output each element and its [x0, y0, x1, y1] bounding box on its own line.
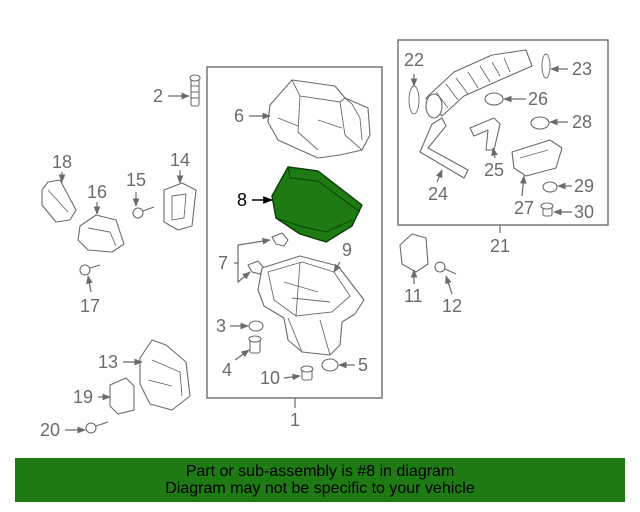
stud[interactable]: [189, 74, 201, 107]
callout-11: 11: [404, 286, 423, 306]
bracket-19[interactable]: [109, 377, 135, 415]
callout-23: 23: [572, 59, 592, 79]
bolt-30[interactable]: [540, 202, 554, 217]
callout-19: 19: [73, 387, 93, 407]
callout-2: 2: [153, 86, 163, 106]
callout-3: 3: [216, 316, 226, 336]
bolt-10[interactable]: [300, 365, 314, 381]
air-cleaner-lower-housing[interactable]: [257, 255, 365, 356]
callout-16: 16: [87, 182, 107, 202]
clamp-28[interactable]: [530, 116, 550, 130]
resonator-13[interactable]: [139, 339, 191, 411]
bolt-20[interactable]: [85, 421, 109, 434]
banner-line-part: Part or sub-assembly is #8 in diagram: [185, 463, 455, 480]
bushing[interactable]: [248, 335, 262, 354]
callout-8: 8: [237, 190, 247, 210]
callout-27: 27: [514, 198, 534, 218]
mount-11[interactable]: [399, 233, 429, 273]
connector-25[interactable]: [469, 117, 501, 151]
callout-21: 21: [490, 236, 510, 256]
callout-6: 6: [234, 106, 244, 126]
callout-26: 26: [528, 89, 548, 109]
callout-1: 1: [290, 410, 300, 430]
callout-29: 29: [574, 176, 594, 196]
intake-duct[interactable]: [425, 49, 533, 119]
air-cleaner-upper-cover[interactable]: [267, 79, 371, 159]
resonator-27[interactable]: [511, 139, 563, 177]
bolt-12[interactable]: [434, 261, 457, 275]
clamp-26[interactable]: [484, 92, 504, 106]
bolt-15[interactable]: [132, 206, 155, 219]
callout-22: 22: [404, 50, 424, 70]
bracket-16[interactable]: [77, 214, 125, 253]
info-banner: Part or sub-assembly is #8 in diagram Di…: [15, 458, 625, 502]
callout-20: 20: [40, 420, 60, 440]
mount-14[interactable]: [163, 182, 197, 231]
hose-clamp-22[interactable]: [408, 85, 420, 115]
callout-14: 14: [170, 150, 190, 170]
grommet-29[interactable]: [542, 181, 558, 193]
callout-13: 13: [98, 352, 118, 372]
callout-28: 28: [572, 112, 592, 132]
hose-clamp-23[interactable]: [541, 53, 551, 79]
callout-30: 30: [574, 202, 594, 222]
callout-24: 24: [428, 184, 448, 204]
retaining-clips[interactable]: [247, 232, 289, 275]
vent-hose-24[interactable]: [419, 117, 469, 179]
callout-5: 5: [358, 355, 368, 375]
air-filter-element[interactable]: [271, 166, 363, 243]
callout-17: 17: [80, 296, 100, 316]
callout-25: 25: [484, 160, 504, 180]
grommet[interactable]: [248, 320, 264, 332]
callout-9: 9: [342, 240, 352, 260]
callout-12: 12: [442, 296, 462, 316]
bolt-17[interactable]: [79, 264, 101, 276]
grommet-lower[interactable]: [321, 358, 339, 372]
bracket-18[interactable]: [41, 179, 77, 223]
callout-4: 4: [222, 360, 232, 380]
banner-line-disclaimer: Diagram may not be specific to your vehi…: [165, 480, 475, 497]
assembly-frame-21: [397, 39, 609, 226]
callout-18: 18: [52, 152, 72, 172]
callout-15: 15: [126, 170, 146, 190]
callout-10: 10: [260, 368, 280, 388]
callout-7: 7: [218, 253, 228, 273]
